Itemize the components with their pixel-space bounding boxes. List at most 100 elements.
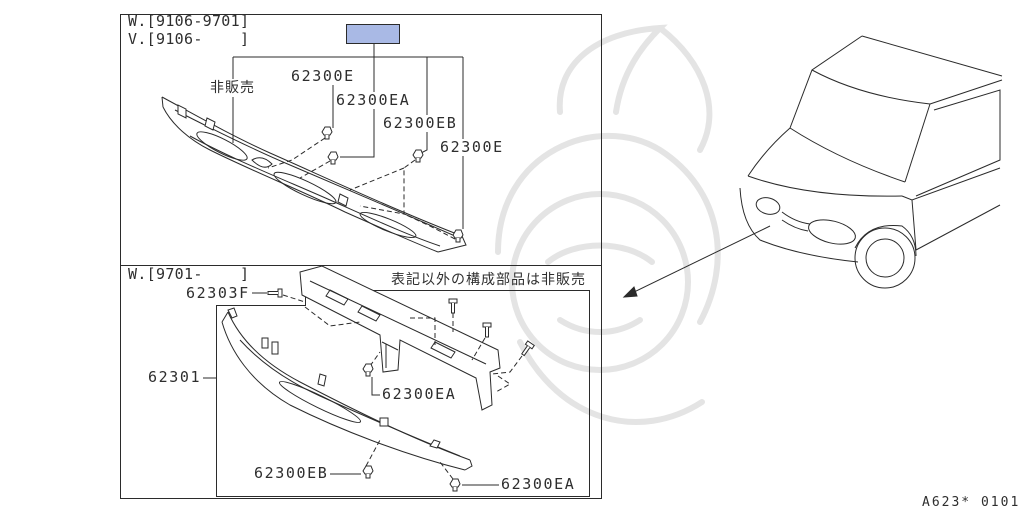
bolt-62303f <box>267 288 283 298</box>
vehicle-front-wheel <box>865 238 905 278</box>
mount-dash-3 <box>359 159 416 215</box>
grille-tab-left-end <box>177 104 187 119</box>
callout-62300ea-top[interactable]: 62300EA <box>336 91 411 109</box>
mount-dash-b1 <box>282 294 306 303</box>
components-note: 表記以外の構成部品は非販売 <box>391 272 586 288</box>
leader-62300eb <box>420 132 428 154</box>
vehicle-hood-side <box>747 127 791 177</box>
mount-dash-b10 <box>495 375 511 393</box>
leader-62300ea <box>340 109 375 158</box>
lower-grille-bottom-edge <box>221 321 466 471</box>
lower-grille-tab-3 <box>271 341 279 355</box>
mount-dash-4 <box>403 213 456 240</box>
bottom-leader-lines <box>203 292 499 486</box>
watermark-crest-left <box>556 24 668 115</box>
watermark-face <box>509 191 691 373</box>
vehicle-windshield-top <box>811 69 931 105</box>
callout-62303f[interactable]: 62303F <box>186 284 250 302</box>
lower-grille-slot <box>278 381 362 423</box>
grille-lower-inner-edge <box>189 135 441 247</box>
vehicle-front-face <box>739 187 859 263</box>
callout-62300ea-end[interactable]: 62300EA <box>501 475 576 493</box>
bracket-cutout-2 <box>357 305 381 322</box>
callout-62301[interactable]: 62301 <box>148 368 202 386</box>
mount-dash-b3 <box>410 317 436 345</box>
grille-opening-center <box>273 171 337 205</box>
vehicle-cowl <box>789 127 906 183</box>
grille-left-end <box>161 96 164 108</box>
lower-grille-tab-5 <box>379 417 389 427</box>
bolt-bracket-1 <box>448 298 458 314</box>
watermark-emblem <box>495 24 721 425</box>
selected-part-highlight[interactable] <box>346 24 400 44</box>
location-arrow <box>622 225 771 298</box>
vehicle-side-window <box>915 89 1001 197</box>
grille-right-end <box>437 235 467 253</box>
not-for-sale-label: 非販売 <box>210 80 255 96</box>
callout-62300eb-top[interactable]: 62300EB <box>383 114 458 132</box>
vehicle-roof-right-edge <box>861 35 1003 77</box>
reinforcement-bracket <box>299 265 501 411</box>
bracket-cutout-3 <box>430 341 456 359</box>
vehicle-roof-left-edge <box>789 35 863 129</box>
mount-dash-b5 <box>471 337 486 361</box>
grille-outer-bottom-edge <box>162 106 439 253</box>
clip-62300ea-center <box>362 363 374 377</box>
bottom-mounting-dashes <box>282 294 523 480</box>
watermark-helmet <box>495 132 721 325</box>
mount-dash-b6 <box>491 355 523 375</box>
lower-grille-left-end <box>221 311 229 323</box>
location-arrow-shaft <box>631 225 771 294</box>
bracket-cutout-1 <box>325 289 349 306</box>
mount-dash-2 <box>299 160 331 179</box>
vehicle-roof-side <box>929 79 1003 105</box>
callout-62300ea-center[interactable]: 62300EA <box>382 385 457 403</box>
bolt-bracket-2 <box>482 322 492 338</box>
lower-grille-assembly <box>221 307 473 471</box>
grille-opening-right <box>359 211 417 239</box>
upper-grille-bar <box>161 96 467 253</box>
vehicle-headlight-left <box>755 197 781 215</box>
vehicle-wheel-arch <box>854 224 917 257</box>
watermark-detail <box>545 242 655 335</box>
callout-62300e-end[interactable]: 62300E <box>440 138 504 156</box>
clip-62300e-upper <box>321 126 333 140</box>
mount-dash-b8 <box>365 439 381 467</box>
vehicle-a-pillar <box>904 103 931 183</box>
vehicle-door-line <box>911 199 917 251</box>
grille-opening-left <box>196 131 248 161</box>
mount-dash-b2 <box>304 306 361 327</box>
illustration-code: A623* 0101 <box>922 495 1021 510</box>
location-arrow-head <box>622 286 638 298</box>
leader-62300ea-center <box>371 377 380 396</box>
clip-62300ea-end <box>449 478 461 492</box>
callout-62300e-upper[interactable]: 62300E <box>291 67 355 85</box>
lower-grille-right-end <box>464 459 473 471</box>
applicability-v-range-top: V.[9106- ] <box>128 30 250 48</box>
bracket-outline <box>299 265 501 411</box>
callout-62300eb-lower[interactable]: 62300EB <box>254 464 329 482</box>
clip-62300e-end <box>452 229 464 243</box>
mount-dash-1 <box>267 137 326 169</box>
watermark-lower <box>517 339 705 425</box>
applicability-w-range-top: W.[9106-9701] <box>128 12 250 30</box>
vehicle-grille <box>781 211 811 232</box>
mount-dash-b9 <box>439 461 454 480</box>
grille-tab-left <box>204 117 216 131</box>
lower-grille-tab-1 <box>227 307 238 319</box>
vehicle-hood-front <box>747 175 903 197</box>
watermark-crest-right <box>657 25 713 153</box>
applicability-w-range-bottom: W.[9701- ] <box>128 265 250 283</box>
top-leader-lines <box>232 44 464 229</box>
bracket-center-stay <box>381 341 399 368</box>
lower-grille-tab-2 <box>261 337 269 349</box>
mount-dash-5 <box>349 167 405 191</box>
clip-62300eb-lower <box>362 465 374 479</box>
mount-dash-b7 <box>369 351 381 367</box>
grille-tab-right <box>337 193 349 207</box>
top-mounting-dashes <box>267 137 456 240</box>
vehicle-rocker-line <box>915 204 1001 251</box>
vehicle-front-tire <box>854 227 916 289</box>
clip-62300ea-top <box>327 151 339 165</box>
